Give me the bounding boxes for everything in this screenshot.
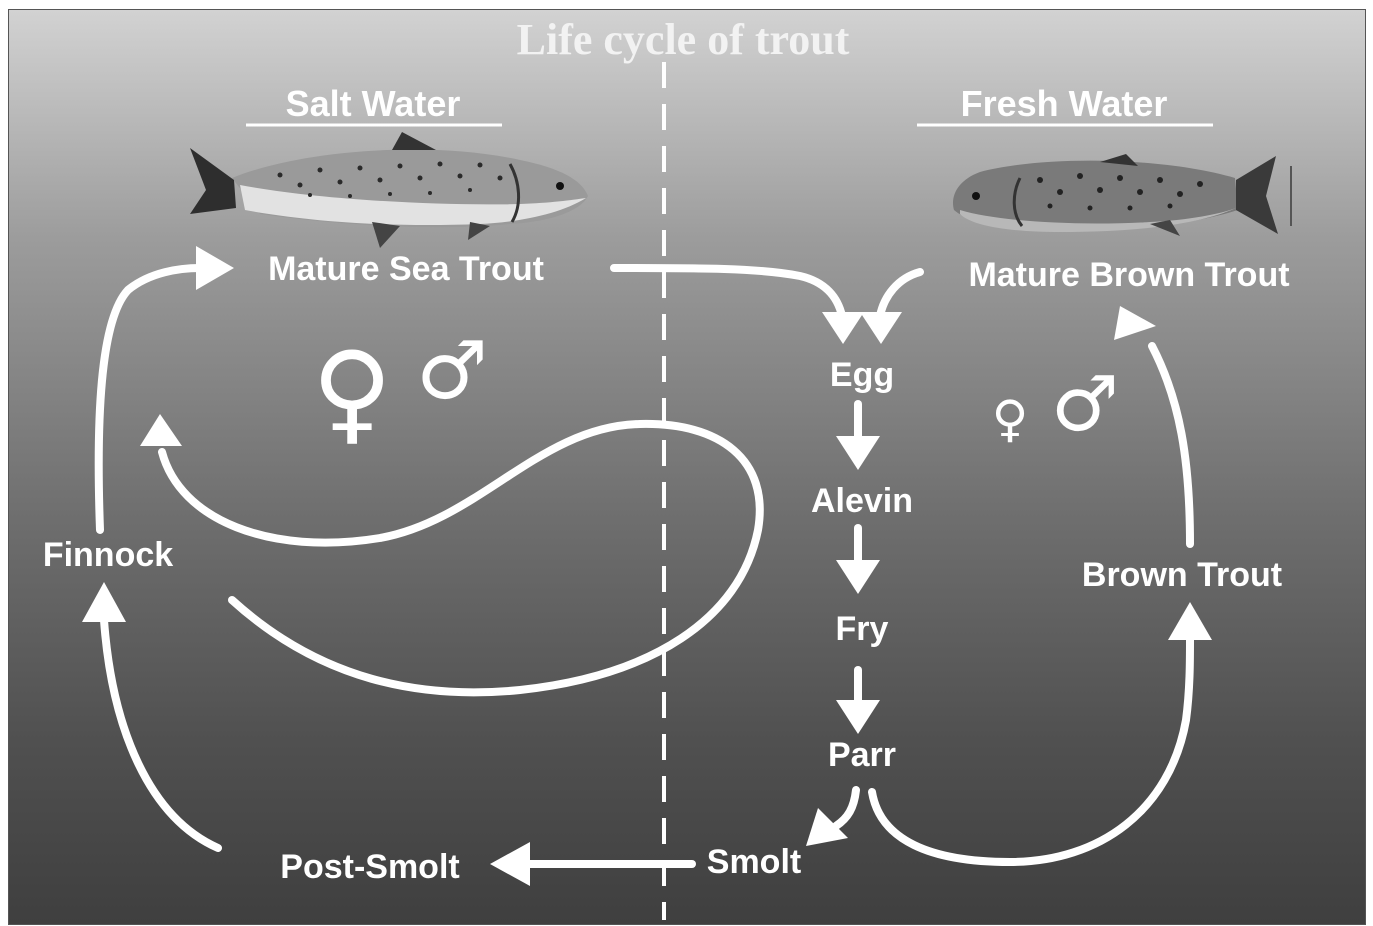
arrow-post-smolt-to-finnock [82,582,218,848]
stage-finnock: Finnock [43,536,173,574]
arrow-brown-trout-to-mature [1114,306,1190,544]
arrow-brown-trout-to-egg [860,272,920,344]
stage-fry: Fry [836,610,889,648]
arrow-sea-loop [140,414,760,692]
female-symbol-icon: ♀ [312,328,393,456]
arrow-alevin-to-fry [836,528,880,594]
sea-trout-fish-image [190,132,588,248]
arrow-parr-to-smolt [806,790,856,846]
male-symbol-small-icon: ♂ [1051,359,1119,448]
female-symbol-small-icon: ♀ [992,390,1029,448]
fresh-water-header: Fresh Water [961,83,1168,124]
arrow-egg-to-alevin [836,404,880,470]
arrow-sea-trout-to-egg [614,268,864,344]
stage-post-smolt: Post-Smolt [280,848,459,886]
stage-mature-brown-trout: Mature Brown Trout [968,256,1289,294]
salt-water-header: Salt Water [286,83,461,124]
diagram-title: Life cycle of trout [517,15,850,64]
stage-parr: Parr [828,736,896,774]
stage-egg: Egg [830,356,894,394]
male-symbol-icon: ♂ [416,324,488,417]
arrow-fry-to-parr [836,670,880,734]
arrow-smolt-to-post-smolt [490,842,692,886]
stage-alevin: Alevin [811,482,913,520]
stage-brown-trout: Brown Trout [1082,556,1282,594]
stage-smolt: Smolt [707,843,801,881]
brown-trout-fish-image [953,154,1291,236]
arrow-parr-to-brown-trout [872,602,1212,862]
stage-mature-sea-trout: Mature Sea Trout [268,250,544,288]
arrow-finnock-to-sea-trout [99,246,234,530]
